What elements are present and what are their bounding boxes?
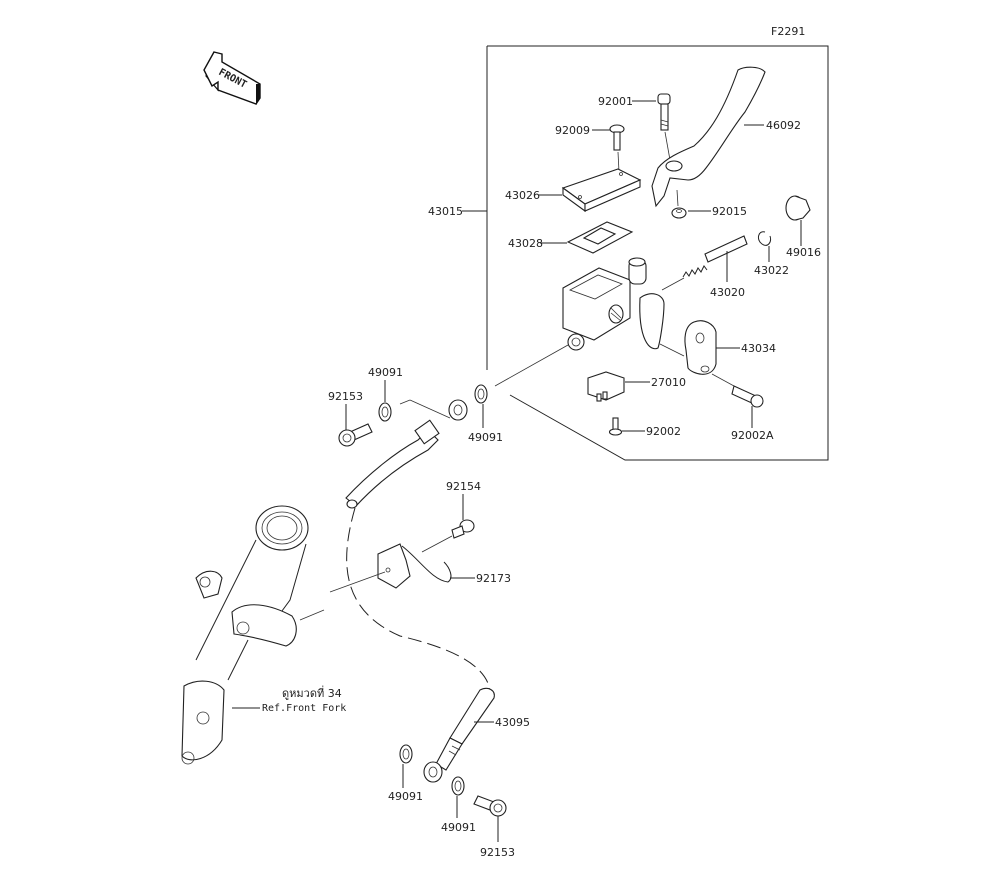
hose-route-line [346, 507, 491, 701]
part-49091-lower-right[interactable] [451, 776, 465, 818]
part-92002A[interactable] [731, 385, 764, 428]
front-arrow-icon: FRONT [203, 51, 261, 106]
reference-english: Ref.Front Fork [262, 703, 346, 714]
part-92002[interactable] [608, 417, 646, 436]
part-43022[interactable] [757, 231, 771, 262]
label-49091-right: 49091 [468, 431, 503, 444]
label-92153-upper: 92153 [328, 390, 363, 403]
master-cylinder-body[interactable] [562, 257, 665, 351]
part-49091-upper[interactable] [378, 380, 392, 422]
part-92001[interactable] [632, 93, 671, 161]
part-43034[interactable] [659, 320, 740, 387]
leader-line [494, 344, 569, 387]
label-92153-lower: 92153 [480, 846, 515, 859]
label-43034: 43034 [741, 342, 776, 355]
part-hose-upper[interactable] [345, 399, 468, 509]
label-43026: 43026 [505, 189, 540, 202]
label-49091-lower-right: 49091 [441, 821, 476, 834]
reference-thai: ดูหมวดที่ 34 [282, 685, 342, 700]
part-92173[interactable] [329, 543, 475, 593]
assembly-bracket [462, 45, 829, 461]
figure-code: F2291 [771, 25, 805, 38]
part-49091-right[interactable] [474, 384, 488, 428]
part-43095[interactable] [423, 687, 495, 783]
part-92153-lower[interactable] [473, 795, 507, 842]
label-43020: 43020 [710, 286, 745, 299]
label-27010: 27010 [651, 376, 686, 389]
label-92001: 92001 [598, 95, 633, 108]
part-43026[interactable] [538, 168, 642, 213]
part-43020[interactable] [661, 235, 748, 291]
part-92153-upper[interactable] [338, 404, 373, 447]
part-49091-lower-left[interactable] [399, 744, 413, 788]
assembly-label: 43015 [428, 205, 463, 218]
label-43028: 43028 [508, 237, 543, 250]
label-92154: 92154 [446, 480, 481, 493]
label-49091-upper: 49091 [368, 366, 403, 379]
part-46092[interactable] [651, 66, 766, 208]
label-43095: 43095 [495, 716, 530, 729]
part-92009[interactable] [592, 124, 625, 173]
label-92009: 92009 [555, 124, 590, 137]
label-92002: 92002 [646, 425, 681, 438]
label-43022: 43022 [754, 264, 789, 277]
label-92173: 92173 [476, 572, 511, 585]
part-27010[interactable] [587, 371, 650, 402]
label-49016: 49016 [786, 246, 821, 259]
part-49016[interactable] [785, 195, 811, 246]
label-49091-lower-left: 49091 [388, 790, 423, 803]
part-92154[interactable] [421, 494, 475, 553]
label-92015: 92015 [712, 205, 747, 218]
label-46092: 46092 [766, 119, 801, 132]
label-92002A: 92002A [731, 429, 774, 442]
part-92015[interactable] [671, 189, 711, 219]
part-43028[interactable] [540, 221, 634, 254]
front-fork[interactable] [181, 505, 325, 765]
